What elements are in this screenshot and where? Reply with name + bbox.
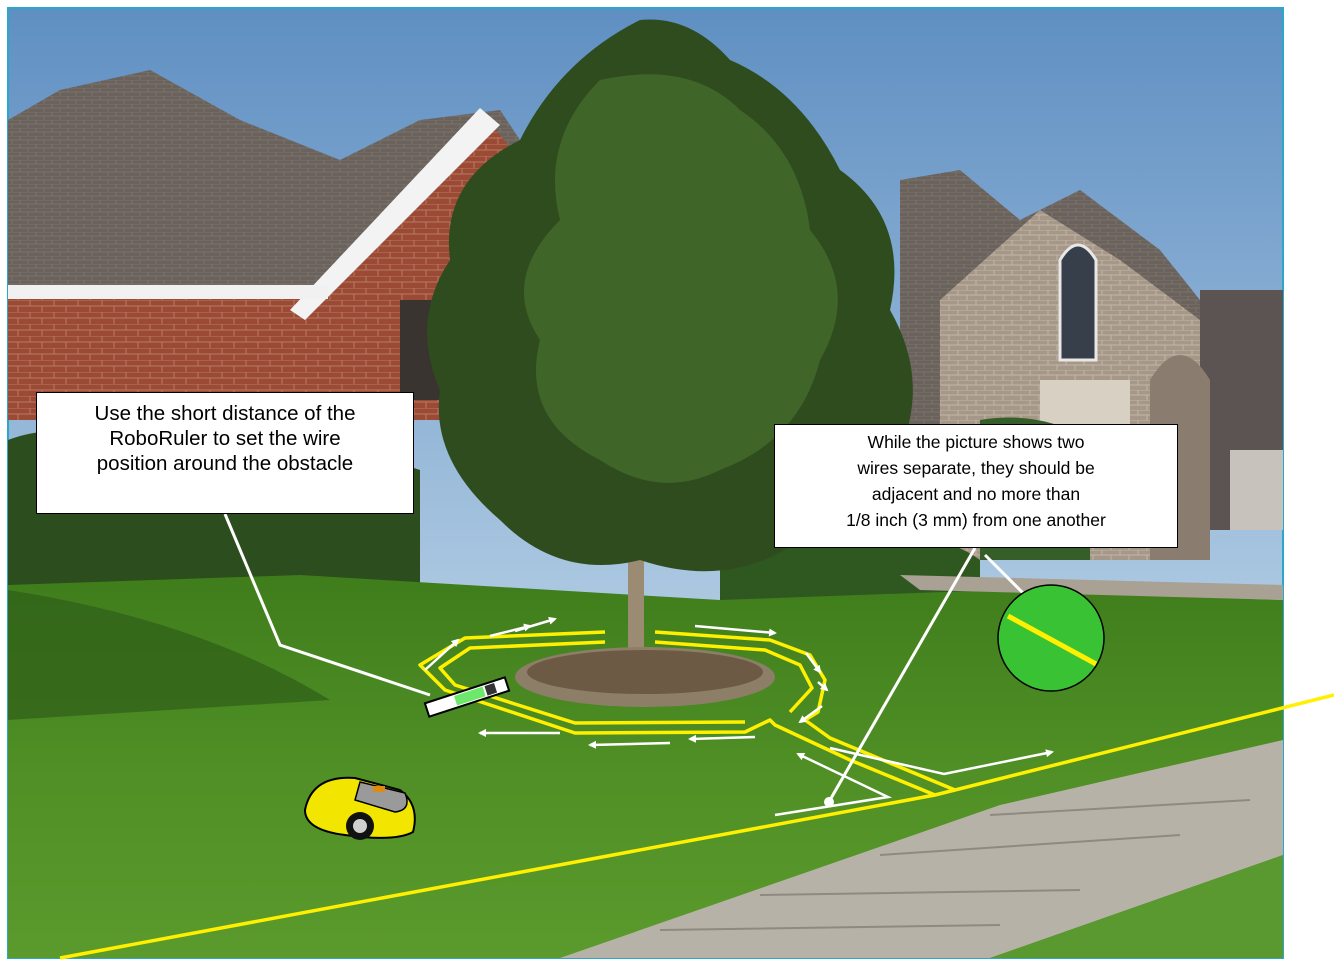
wire-spacing-callout: While the picture shows two wires separa… (774, 424, 1178, 548)
callout-line: position around the obstacle (47, 451, 403, 476)
callout-line: adjacent and no more than (783, 481, 1169, 507)
callout-line: RoboRuler to set the wire (47, 426, 403, 451)
callout-line: Use the short distance of the (47, 401, 403, 426)
callout-line: While the picture shows two (783, 429, 1169, 455)
roboruler-callout: Use the short distance of the RoboRuler … (36, 392, 414, 514)
wire-point-marker (824, 797, 834, 807)
callout-line: 1/8 inch (3 mm) from one another (783, 507, 1169, 533)
callout-line: wires separate, they should be (783, 455, 1169, 481)
wire-detail-circle-icon (998, 585, 1104, 691)
tree-flower-bed (515, 647, 775, 707)
